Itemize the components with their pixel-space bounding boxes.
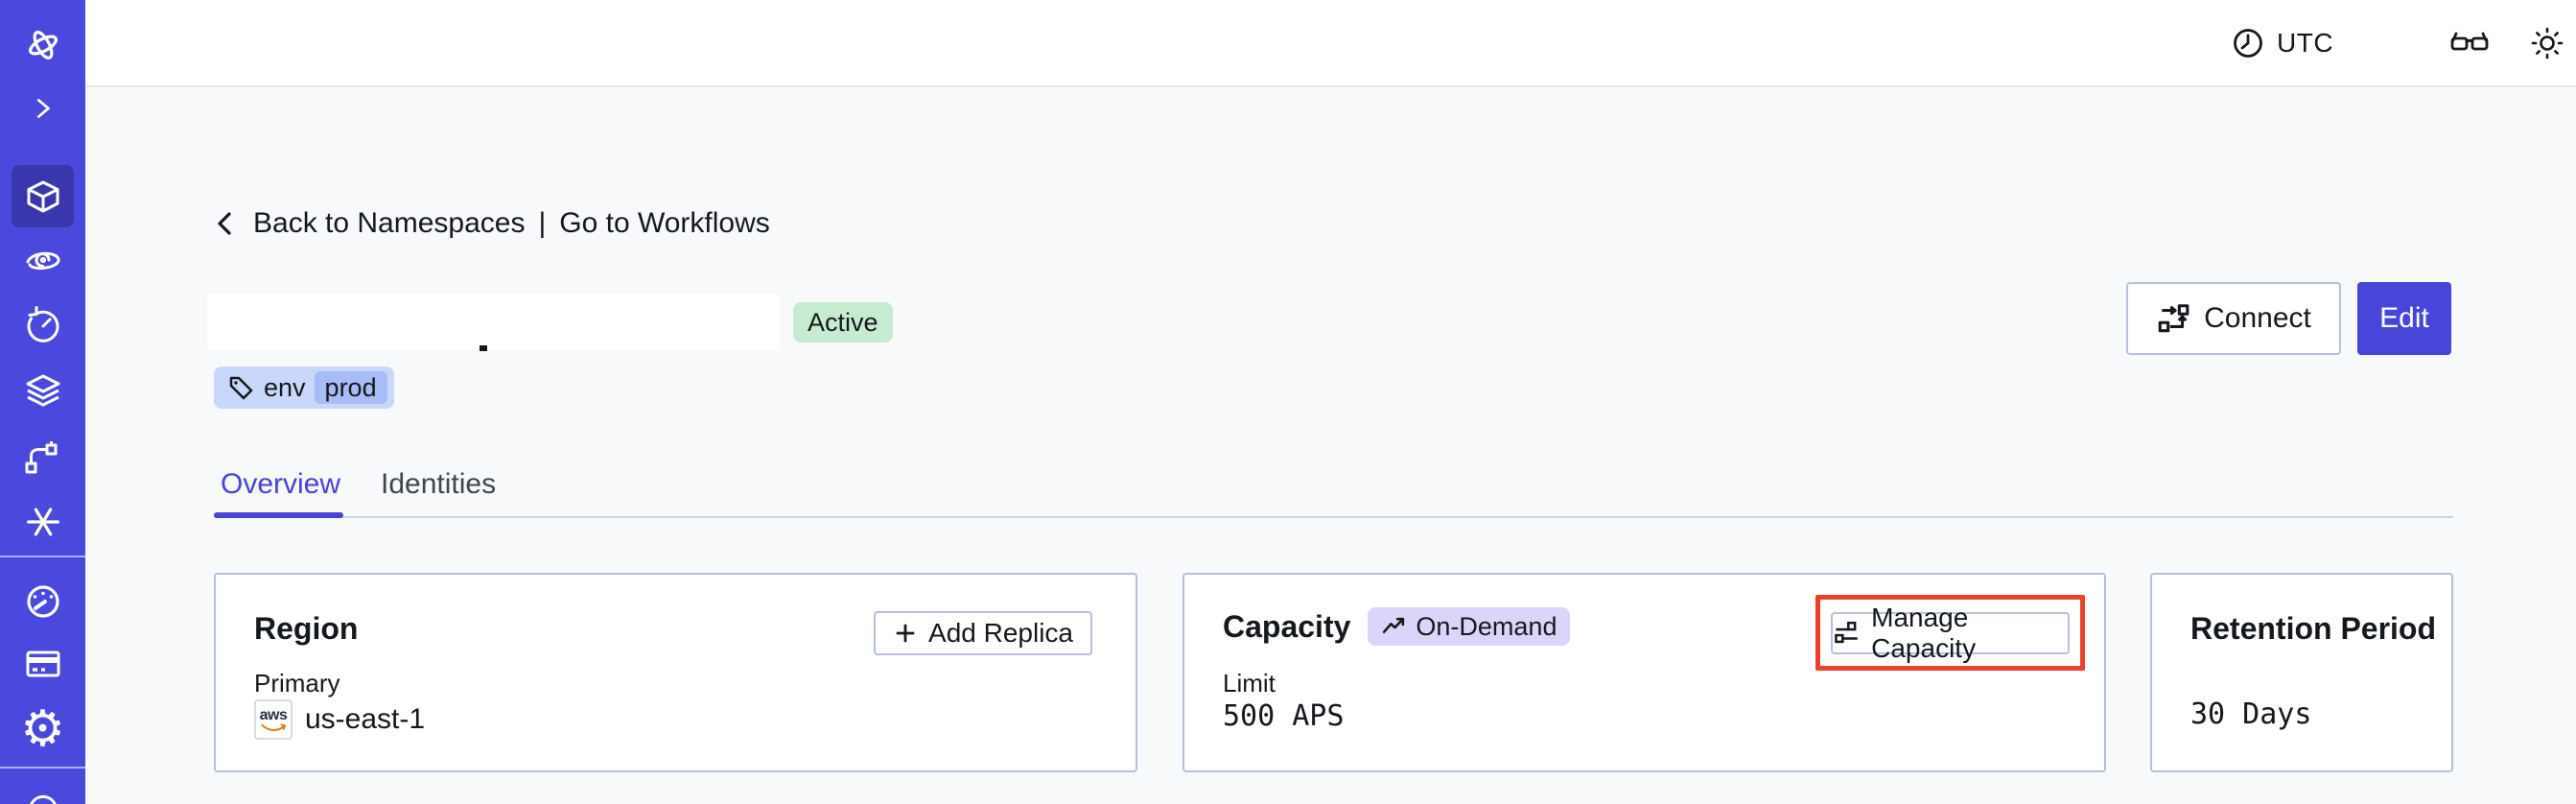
breadcrumb-separator: |: [538, 207, 547, 239]
capacity-value: 500 APS: [1223, 699, 1345, 733]
status-badge-label: Active: [808, 307, 878, 337]
tab-overview[interactable]: Overview: [221, 468, 341, 500]
topbar: UTC: [85, 0, 2576, 87]
labs-toggle[interactable]: [2448, 0, 2491, 85]
clock-icon: [2234, 28, 2262, 58]
plus-icon: [896, 624, 915, 643]
timezone-label: UTC: [2277, 27, 2334, 58]
namespace-title-redacted: [207, 295, 780, 351]
redacted-text-remnant: [480, 345, 487, 351]
connect-button-label: Connect: [2204, 302, 2311, 334]
glasses-icon: [2450, 32, 2489, 50]
tag-value-chip: prod: [314, 371, 387, 404]
timezone-selector[interactable]: UTC: [2231, 0, 2333, 85]
manage-capacity-label: Manage Capacity: [1871, 602, 1977, 663]
theme-toggle[interactable]: [2528, 0, 2566, 85]
connect-button[interactable]: Connect: [2126, 282, 2341, 355]
trending-up-icon: [1383, 617, 1405, 633]
capacity-card: Capacity On-Demand Manage Capacity: [1183, 573, 2106, 772]
tab-identities[interactable]: Identities: [381, 468, 497, 500]
capacity-card-title: Capacity: [1223, 608, 1351, 644]
sidebar-expand-chevron-icon[interactable]: [0, 85, 85, 131]
tag-icon: [229, 376, 253, 400]
aws-logo: aws: [254, 699, 293, 740]
on-demand-badge-label: On-Demand: [1416, 611, 1557, 641]
manage-capacity-button[interactable]: Manage Capacity: [1831, 603, 2070, 663]
sidebar-item-schedules-icon[interactable]: [0, 303, 85, 349]
tag-key: env: [264, 372, 306, 402]
retention-card-title: Retention Period: [2190, 611, 2437, 646]
go-to-workflows-link[interactable]: Go to Workflows: [559, 207, 770, 239]
sidebar-divider: [0, 556, 85, 557]
region-value-row: aws us-east-1: [254, 699, 425, 740]
namespace-tag[interactable]: env prod: [214, 367, 394, 409]
sidebar-divider: [0, 767, 85, 769]
region-value: us-east-1: [305, 703, 426, 735]
on-demand-badge: On-Demand: [1368, 607, 1571, 646]
sidebar-item-deployments-icon[interactable]: [0, 434, 85, 480]
sidebar-item-nexus-icon[interactable]: [0, 237, 85, 283]
region-card: Region Add Replica Primary aws us-east-1: [214, 573, 1137, 772]
chevron-left-icon[interactable]: [211, 209, 240, 238]
add-replica-label: Add Replica: [928, 618, 1073, 648]
temporal-logo[interactable]: [0, 22, 85, 68]
retention-card: Retention Period 30 Days: [2150, 573, 2453, 772]
connect-icon: [2158, 304, 2190, 333]
back-to-namespaces-link[interactable]: Back to Namespaces: [253, 207, 526, 239]
add-replica-button[interactable]: Add Replica: [874, 611, 1092, 655]
sidebar-item-asterisk-icon[interactable]: [0, 499, 85, 545]
aws-logo-text: aws: [259, 706, 288, 723]
sliders-icon: [1835, 621, 1858, 644]
sidebar-item-usage-icon[interactable]: [0, 579, 85, 625]
tabs-bottom-rule: [214, 516, 2453, 518]
edit-button-label: Edit: [2379, 302, 2429, 334]
edit-button[interactable]: Edit: [2357, 282, 2451, 355]
sidebar-item-namespaces[interactable]: [0, 174, 85, 220]
active-tab-underline: [214, 512, 343, 518]
sidebar-item-settings-icon[interactable]: ⚙: [0, 700, 85, 758]
brightness-icon: [2531, 27, 2564, 59]
region-card-title: Region: [254, 611, 359, 646]
red-annotation-box: Manage Capacity: [1815, 595, 2085, 671]
capacity-title-row: Capacity On-Demand: [1223, 607, 1571, 646]
sidebar-item-stack-icon[interactable]: [0, 368, 85, 414]
limit-label: Limit: [1223, 669, 1276, 698]
status-badge: Active: [793, 302, 893, 343]
breadcrumb: Back to Namespaces | Go to Workflows: [211, 207, 770, 240]
sidebar-item-billing-icon[interactable]: [0, 641, 85, 687]
aws-smile-icon: [261, 722, 287, 731]
sidebar-item-help-icon[interactable]: [0, 787, 85, 804]
gear-icon: ⚙: [20, 700, 65, 758]
retention-value: 30 Days: [2190, 698, 2312, 731]
sidebar: ⚙: [0, 0, 85, 804]
primary-label: Primary: [254, 669, 340, 698]
